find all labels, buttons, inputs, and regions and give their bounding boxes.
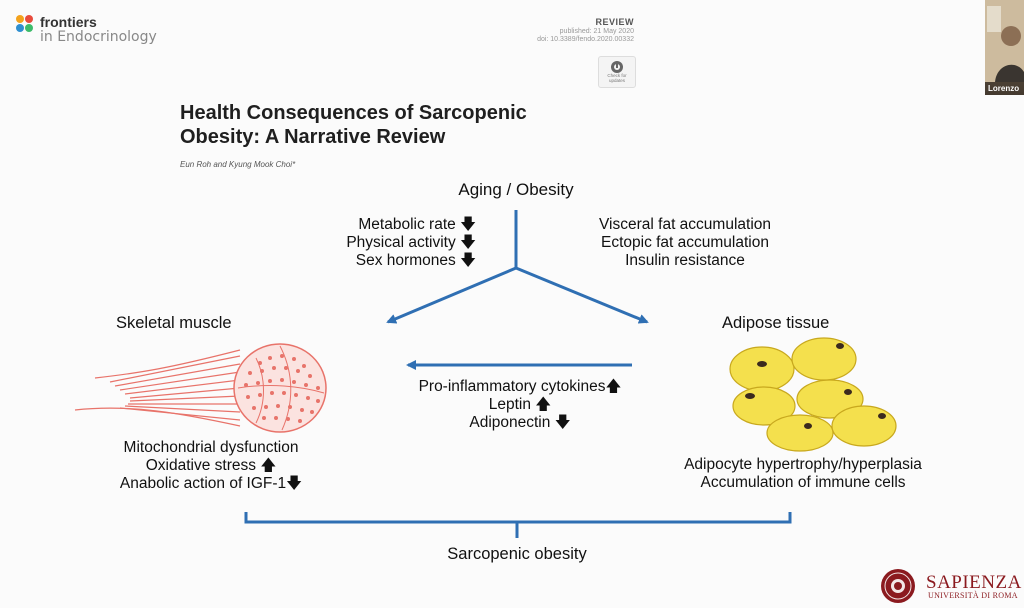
check-updates-label: Check for updates xyxy=(607,73,627,83)
left-factor-list: Metabolic rate 🡇 Physical activity 🡇 Sex… xyxy=(296,216,476,270)
article-type: REVIEW xyxy=(595,17,634,27)
down-arrow-icon: 🡇 xyxy=(460,216,476,233)
university-seal-icon xyxy=(881,569,915,603)
article-meta: REVIEW published: 21 May 2020 doi: 10.33… xyxy=(414,17,634,43)
arrow-to-adipose xyxy=(515,266,649,324)
factor-sex-hormones: Sex hormones 🡇 xyxy=(355,252,476,269)
down-arrow-icon: 🡇 xyxy=(554,414,571,431)
up-arrow-icon: 🡅 xyxy=(260,457,277,474)
paper-title-line-1: Health Consequences of Sarcopenic xyxy=(180,102,527,124)
effect-oxidative-stress: Oxidative stress 🡅 xyxy=(145,457,277,474)
participant-name: Lorenzo xyxy=(985,82,1024,95)
factor-insulin-resistance: Insulin resistance xyxy=(625,252,745,269)
participant-video-icon xyxy=(985,0,1024,82)
fat-cell xyxy=(831,405,897,447)
factor-adiponectin: Adiponectin 🡇 xyxy=(469,414,571,431)
university-logo: SAPIENZA UNIVERSITÀ DI ROMA xyxy=(878,566,1024,606)
down-arrow-icon: 🡇 xyxy=(286,475,303,492)
effect-immune-cells: Accumulation of immune cells xyxy=(700,474,906,491)
paper-authors: Eun Roh and Kyung Mook Choi* xyxy=(180,160,296,169)
effect-igf1: Anabolic action of IGF-1🡇 xyxy=(119,475,303,492)
journal-section: in Endocrinology xyxy=(40,29,157,45)
paper-title: Health Consequences of Sarcopenic Obesit… xyxy=(180,101,650,149)
fat-cell xyxy=(729,346,795,392)
factor-visceral-fat: Visceral fat accumulation xyxy=(598,216,772,233)
university-subtitle: UNIVERSITÀ DI ROMA xyxy=(928,591,1018,600)
aging-obesity-label: Aging / Obesity xyxy=(458,180,574,199)
sarcopenic-obesity-label: Sarcopenic obesity xyxy=(447,545,587,563)
doi: doi: 10.3389/fendo.2020.00332 xyxy=(537,36,634,43)
factor-physical-activity: Physical activity 🡇 xyxy=(346,234,476,251)
bottom-bracket xyxy=(244,512,792,524)
middle-factor-list: Pro-inflammatory cytokines🡅 Leptin 🡅 Adi… xyxy=(370,378,670,432)
skeletal-muscle-illustration xyxy=(74,343,327,433)
right-factor-list: Visceral fat accumulation Ectopic fat ac… xyxy=(555,216,815,270)
factor-cytokines: Pro-inflammatory cytokines🡅 xyxy=(418,378,622,395)
factor-leptin: Leptin 🡅 xyxy=(488,396,552,413)
journal-name: frontiers xyxy=(40,14,97,30)
journal-logo: frontiers in Endocrinology xyxy=(14,13,184,49)
effect-mitochondrial: Mitochondrial dysfunction xyxy=(123,439,299,456)
paper-title-line-2: Obesity: A Narrative Review xyxy=(180,126,446,148)
adipose-tissue-label: Adipose tissue xyxy=(722,314,830,332)
adipose-effects-list: Adipocyte hypertrophy/hyperplasia Accumu… xyxy=(628,456,978,492)
adipose-cells-illustration xyxy=(729,337,897,452)
fat-cell xyxy=(766,414,834,452)
up-arrow-icon: 🡅 xyxy=(605,378,622,395)
factor-metabolic-rate: Metabolic rate 🡇 xyxy=(358,216,476,233)
factor-ectopic-fat: Ectopic fat accumulation xyxy=(600,234,769,251)
video-participant-tile[interactable]: Lorenzo xyxy=(985,0,1024,95)
muscle-effects-list: Mitochondrial dysfunction Oxidative stre… xyxy=(66,439,356,493)
frontiers-logo-icon xyxy=(16,15,33,32)
down-arrow-icon: 🡇 xyxy=(460,252,476,269)
check-for-updates-badge[interactable]: Check for updates xyxy=(598,56,636,88)
down-arrow-icon: 🡇 xyxy=(460,234,476,251)
check-updates-icon xyxy=(611,61,623,73)
skeletal-muscle-label: Skeletal muscle xyxy=(116,314,232,332)
fat-cell xyxy=(791,337,857,381)
up-arrow-icon: 🡅 xyxy=(535,396,552,413)
effect-adipocyte: Adipocyte hypertrophy/hyperplasia xyxy=(684,456,922,473)
published-date: published: 21 May 2020 xyxy=(559,28,634,35)
university-name: SAPIENZA xyxy=(926,572,1022,593)
arrow-to-muscle xyxy=(386,266,517,324)
